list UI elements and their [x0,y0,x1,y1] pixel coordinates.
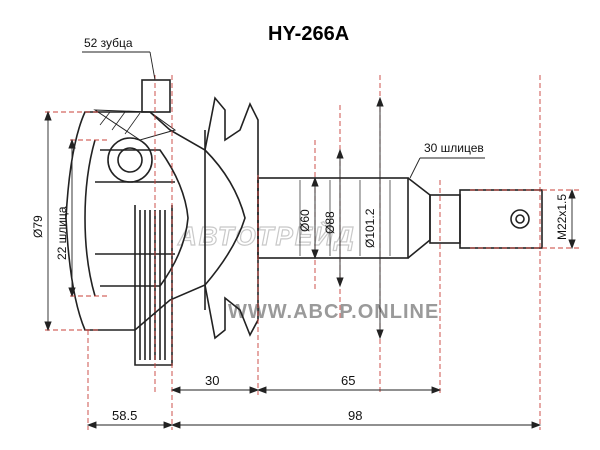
thread-label: M22x1.5 [555,194,569,240]
outer-splines-label: 30 шлицев [424,141,484,155]
shaft-diameter-label: Ø60 [298,209,312,232]
part-number: HY-266A [268,23,349,45]
teeth-label: 52 зубца [84,36,133,50]
inner-splines-label: 22 шлица [55,206,69,260]
dim-30-label: 30 [205,373,219,388]
flange-diameter-label: Ø88 [323,211,337,234]
dim-58-5-label: 58.5 [112,408,137,423]
outer-diameter-label: Ø79 [31,215,45,238]
dim-65-label: 65 [341,373,355,388]
max-diameter-label: Ø101.2 [363,208,377,248]
watermark-url: WWW.ABCP.ONLINE [228,301,439,323]
dim-98-label: 98 [348,408,362,423]
dimension-arrows [44,51,576,429]
watermark-logo: АВТОТРЕЙД [177,221,356,251]
